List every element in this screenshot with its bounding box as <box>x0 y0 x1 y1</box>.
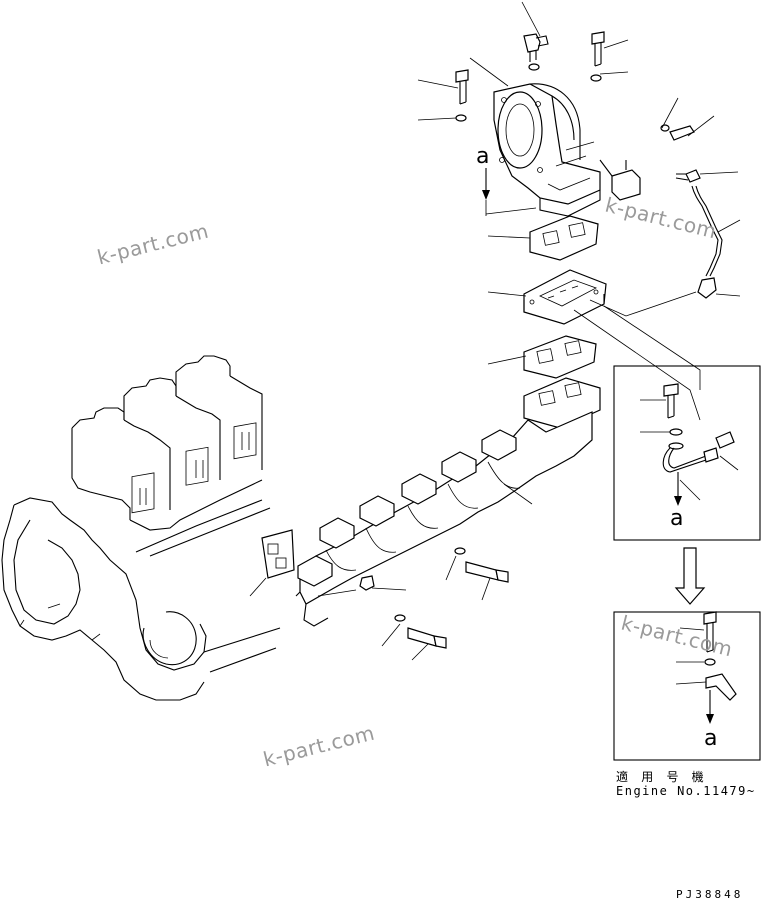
leader-lines <box>249 1 741 685</box>
detail-box-2 <box>613 611 761 761</box>
reference-mark: a <box>704 726 718 751</box>
adapter-block <box>523 269 607 325</box>
manifold-bolts <box>394 547 509 649</box>
engine-serial: Engine No.11479~ <box>616 784 756 798</box>
applicability-label: 適 用 号 機 <box>616 770 707 784</box>
engine-block <box>1 355 281 701</box>
reference-mark: a <box>670 506 684 531</box>
reference-mark: a <box>476 144 490 169</box>
drawing-code: PJ38848 <box>676 888 744 901</box>
detail-box-1 <box>613 365 761 541</box>
turbo-outlet-elbow <box>493 83 641 217</box>
elbow-bolts <box>455 31 701 183</box>
flow-arrow <box>674 547 706 605</box>
gaskets <box>523 215 599 379</box>
manifold-end-gasket <box>261 529 295 579</box>
routing-lines <box>317 291 701 597</box>
reference-arrow-a <box>482 168 537 216</box>
sensor-hose <box>691 185 723 299</box>
exhaust-manifold <box>295 377 601 627</box>
